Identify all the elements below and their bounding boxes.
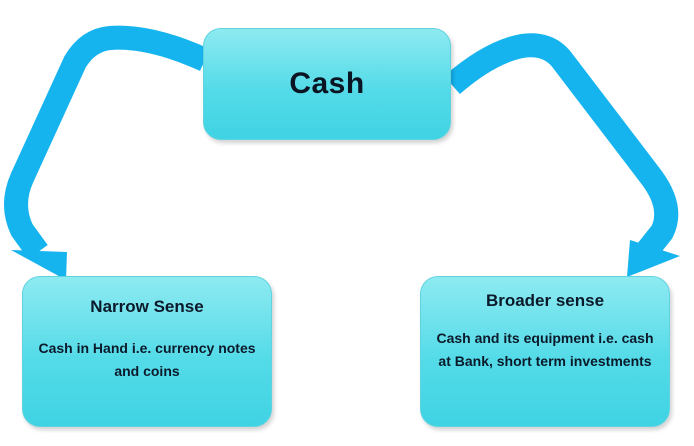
arrow-head-broader: [627, 240, 680, 277]
broader-sense-description: Cash and its equipment i.e. cash at Bank…: [436, 330, 654, 369]
broader-sense-title: Broader sense: [485, 291, 605, 310]
arrow-head-narrow: [11, 250, 67, 280]
cash-node: Cash: [203, 28, 451, 140]
narrow-sense-description: Cash in Hand i.e. currency notes and coi…: [38, 340, 256, 379]
arrow-to-narrow-sense: [4, 25, 210, 260]
cash-node-label: Cash: [289, 67, 365, 100]
narrow-sense-title: Narrow Sense: [90, 297, 204, 316]
broader-sense-node: Broader sense Cash and its equipment i.e…: [420, 276, 670, 427]
narrow-sense-node: Narrow Sense Cash in Hand i.e. currency …: [22, 276, 272, 427]
arrow-to-broader-sense: [444, 33, 679, 260]
